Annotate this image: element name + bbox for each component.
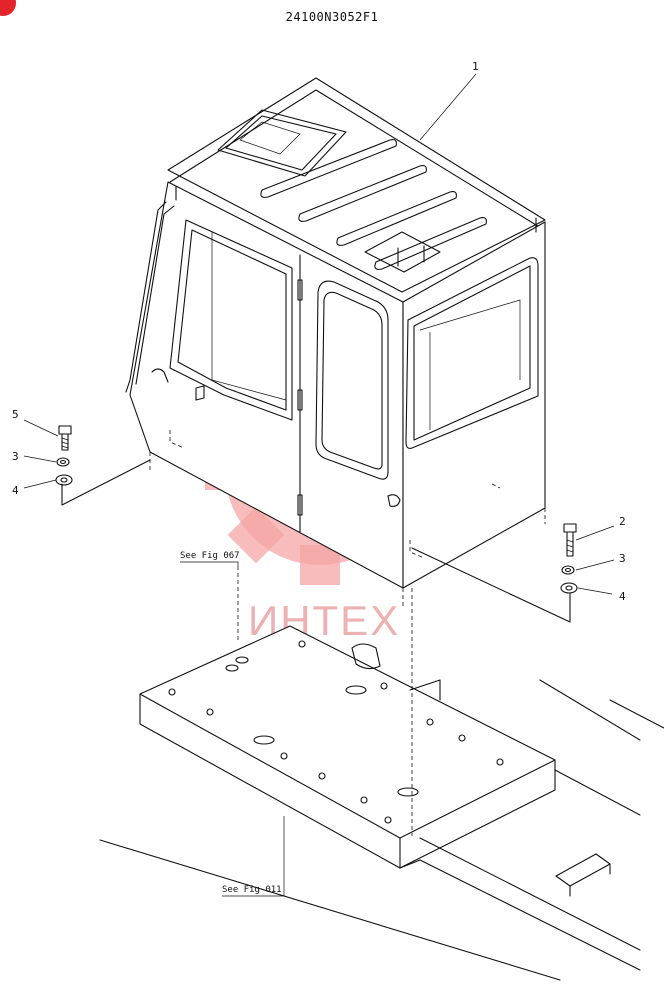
callout-4-left: 4 [12, 484, 19, 497]
callout-2: 2 [619, 515, 626, 528]
callout-3-right: 3 [619, 552, 626, 565]
cab-floor-plate [99, 566, 664, 981]
callout-1: 1 [472, 60, 479, 73]
operator-cab [125, 77, 546, 606]
corner-marker [0, 0, 16, 16]
reference-lower: See Fig 011 [222, 885, 282, 895]
drawing-number: 24100N3052F1 [285, 10, 379, 24]
callout-5: 5 [12, 408, 19, 421]
callout-3-left: 3 [12, 450, 19, 463]
reference-upper: See Fig 067 [180, 551, 240, 561]
callout-4-right: 4 [619, 590, 626, 603]
fastener-set-right [411, 523, 578, 623]
fastener-set-left [55, 425, 151, 506]
leader-lines [23, 73, 615, 897]
